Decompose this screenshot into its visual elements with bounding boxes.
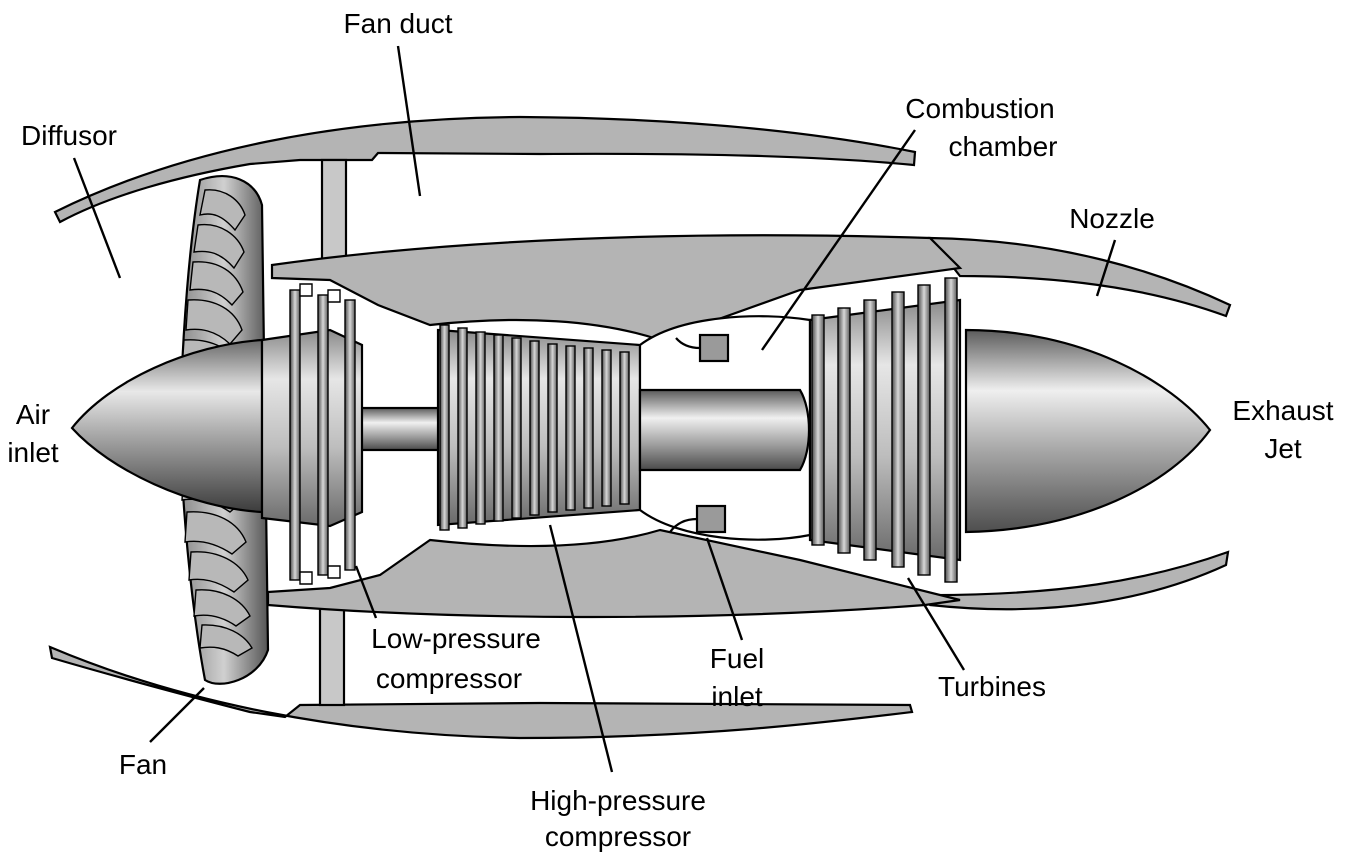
leader-hpc [548,524,614,773]
outer-duct-top [53,115,917,224]
leader-lines [72,45,1117,773]
label-lpc-2: compressor [376,663,522,694]
label-fuel-1: Fuel [710,643,764,674]
label-hpc-2: compressor [545,821,691,852]
fuel-injector-top [675,333,730,363]
label-air-1: Air [16,399,50,430]
label-combustion-1: Combustion [905,93,1054,124]
leader-lpc [354,565,378,619]
fan-duct-strut-top [320,158,348,267]
core-casing-top [270,234,963,342]
lp-compressor-stages [289,283,356,585]
label-nozzle: Nozzle [1069,203,1155,234]
label-air-2: inlet [7,437,59,468]
lp-compressor-drum [260,328,364,528]
leader-fuel [705,537,744,641]
leader-combustion [761,129,916,351]
nozzle-bottom [917,550,1230,611]
labels: Fan duct Diffusor Combustion chamber Noz… [7,8,1333,852]
turbine-stages [808,277,962,583]
core-casing-bottom [266,528,961,619]
label-fan: Fan [119,749,167,780]
label-fuel-2: inlet [711,681,763,712]
label-diffusor: Diffusor [21,120,117,151]
label-fan-duct: Fan duct [344,8,453,39]
nozzle-top [927,236,1232,318]
label-combustion-2: chamber [949,131,1058,162]
label-exhaust-2: Jet [1264,433,1302,464]
leader-fan-duct [396,45,422,197]
fuel-injector-bottom [669,504,727,534]
label-lpc-1: Low-pressure [371,623,541,654]
spinner [70,338,264,514]
combustion-liner [638,388,811,472]
fan-duct-strut-bottom [318,601,346,707]
label-exhaust-1: Exhaust [1232,395,1333,426]
outer-duct-bottom [48,645,914,740]
leader-turbines [906,577,966,671]
exhaust-cone [964,328,1212,534]
label-turbines: Turbines [938,671,1046,702]
leader-diffusor [72,157,122,279]
leader-fan [149,687,205,743]
hp-compressor-stages [439,324,630,531]
label-hpc-1: High-pressure [530,785,706,816]
leader-nozzle [1095,239,1117,297]
